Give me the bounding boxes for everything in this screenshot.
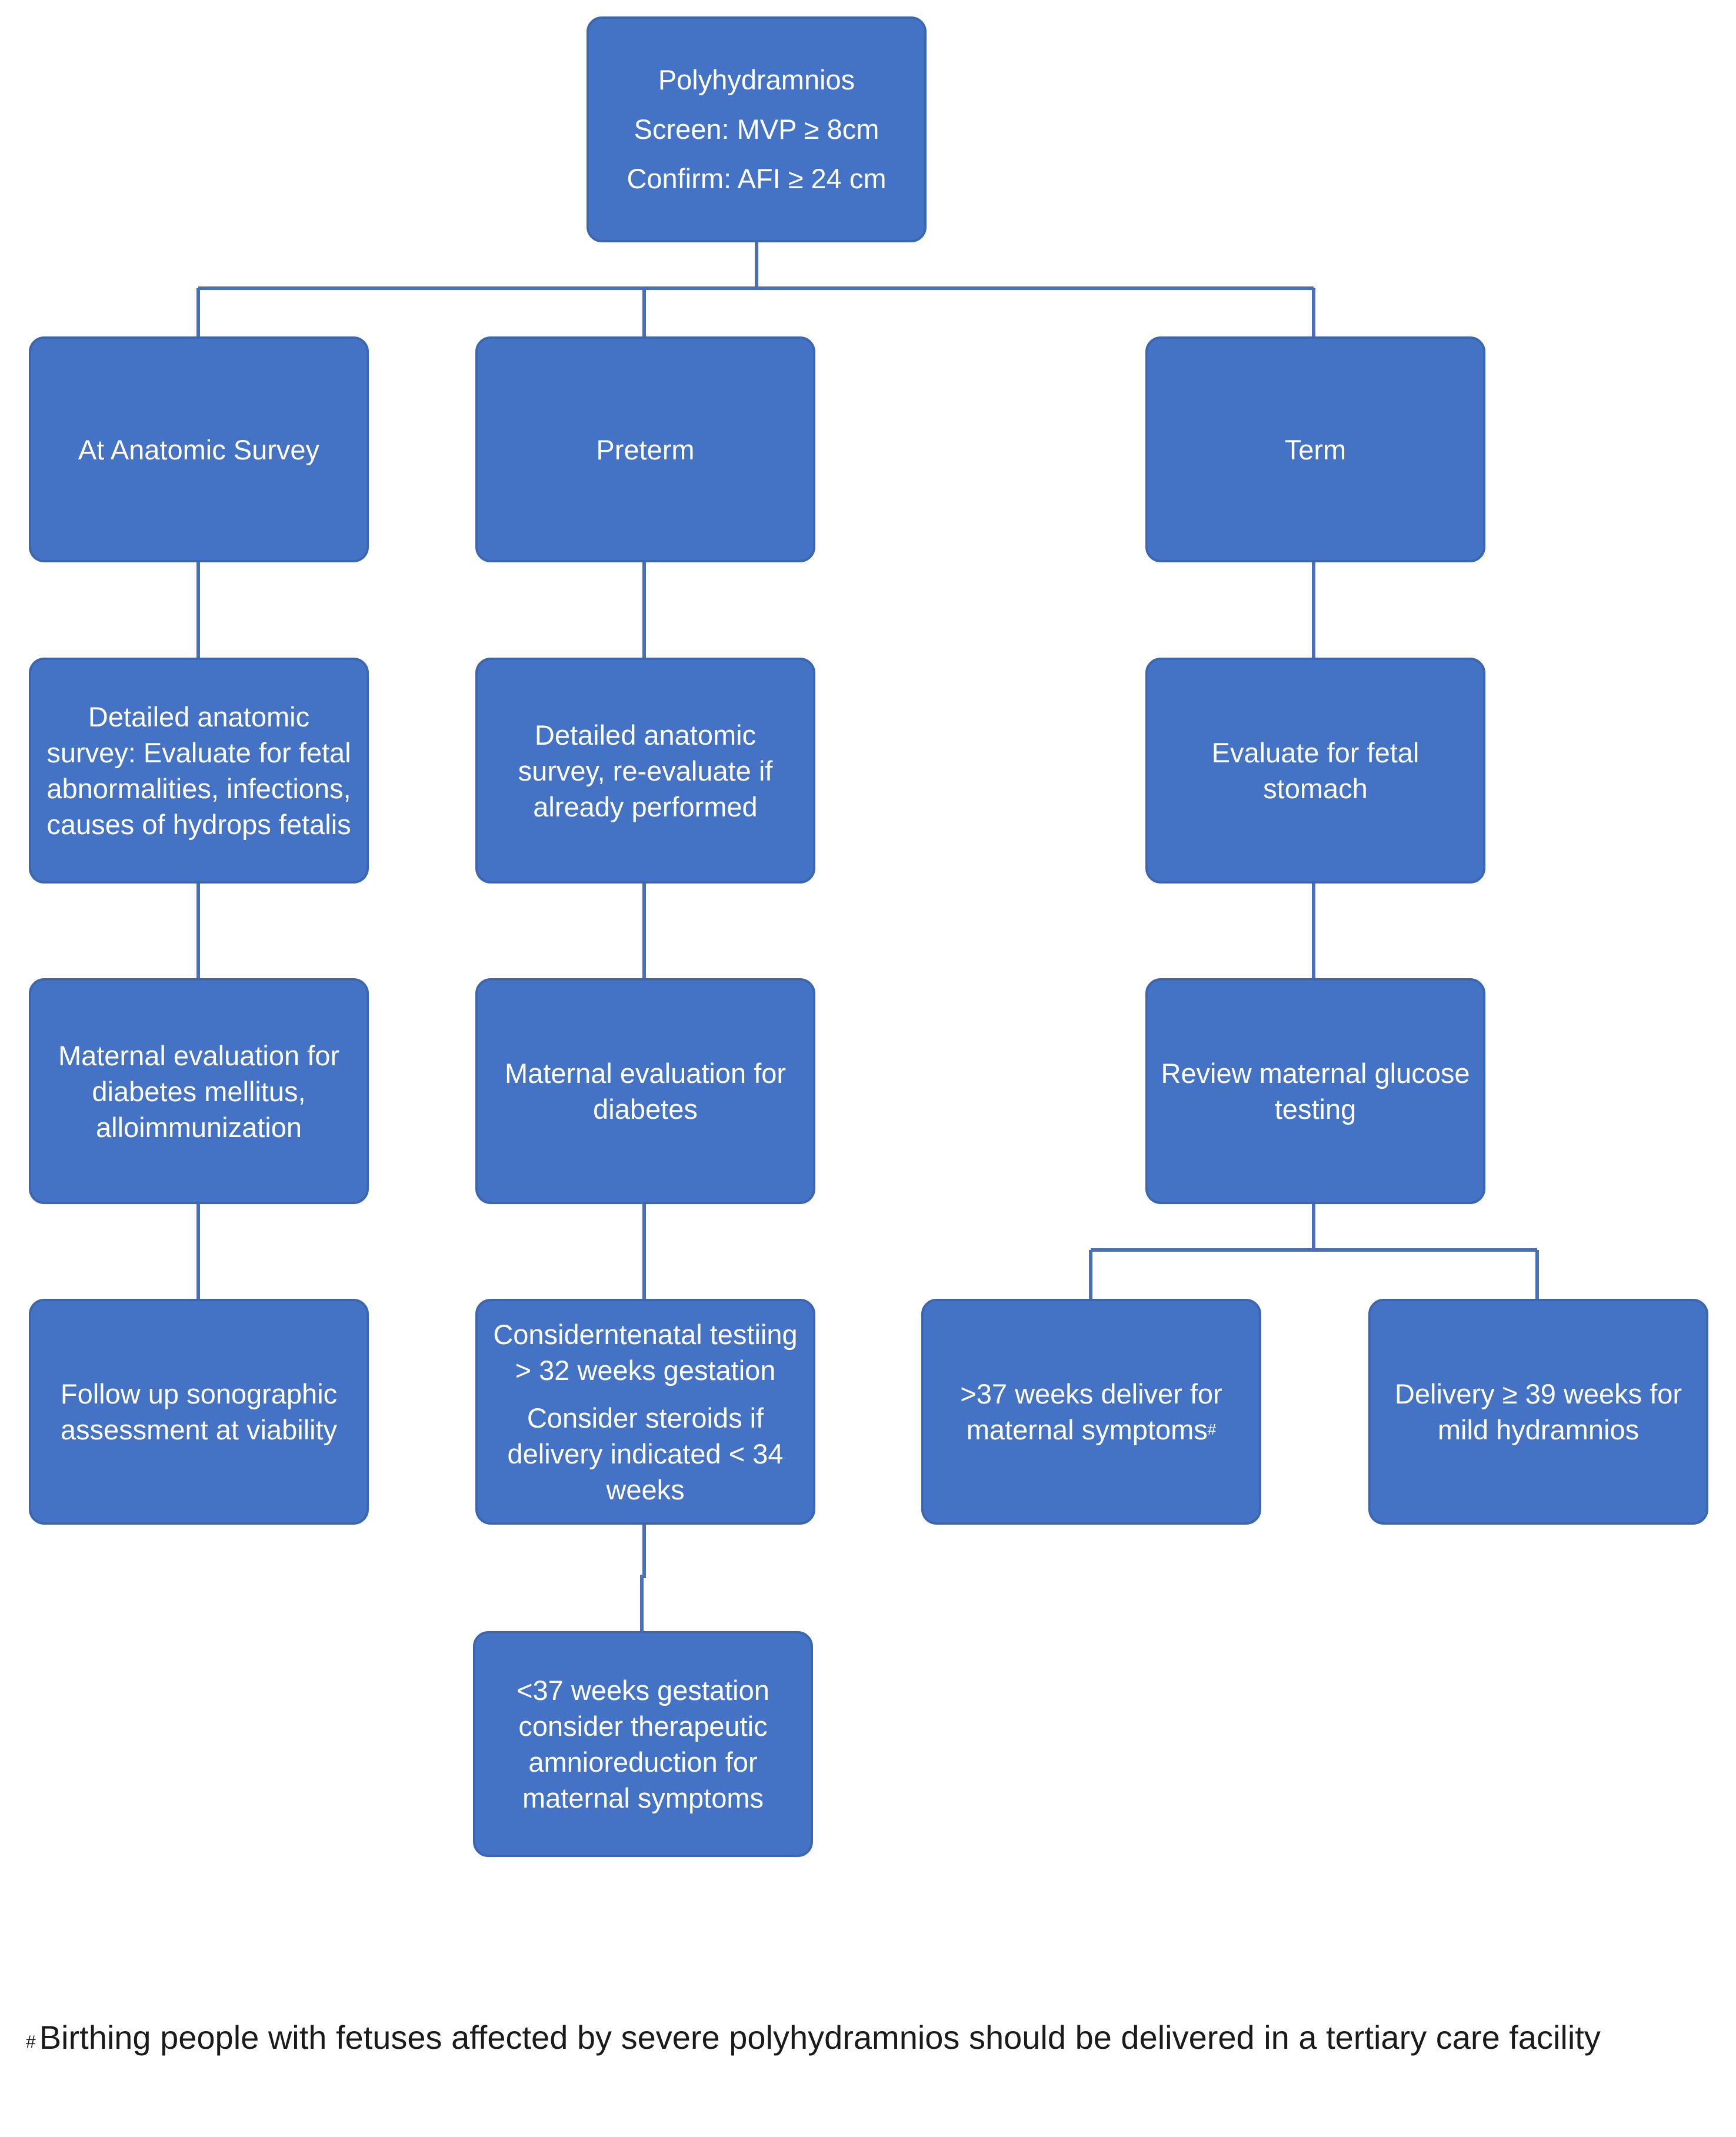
term-title: Term [1284,434,1347,465]
node-preterm-detailed-survey: Detailed anatomic survey, re-evaluate if… [475,658,815,884]
connector-preterm-4 [640,1523,646,1631]
node-preterm-maternal-evaluation: Maternal evaluation for diabetes [475,978,815,1204]
footnote-marker: # [1207,1421,1217,1438]
anatomic-step2-text: Maternal evaluation for diabetes mellitu… [58,1039,340,1143]
term-branch-right-text: Delivery ≥ 39 weeks for mild hydramnios [1394,1378,1682,1445]
term-step1-text: Evaluate for fetal stomach [1211,737,1420,804]
footnote-text: Birthing people with fetuses affected by… [39,2019,1601,2056]
root-screen-criteria: Screen: MVP ≥ 8cm [634,114,879,145]
root-title: Polyhydramnios [658,64,855,95]
anatomic-step3-text: Follow up sonographic assessment at viab… [60,1378,338,1445]
node-polyhydramnios: Polyhydramnios Screen: MVP ≥ 8cm Confirm… [587,16,927,242]
node-at-anatomic-survey: At Anatomic Survey [29,336,369,562]
node-term-fetal-stomach: Evaluate for fetal stomach [1145,658,1485,884]
preterm-step3-testing: Considerntenatal testiing > 32 weeks ges… [493,1318,798,1386]
root-confirm-criteria: Confirm: AFI ≥ 24 cm [627,163,887,194]
term-step2-text: Review maternal glucose testing [1161,1058,1470,1125]
node-term-glucose-testing: Review maternal glucose testing [1145,978,1485,1204]
footnote-mark: # [26,2032,36,2052]
node-anatomic-detailed-survey: Detailed anatomic survey: Evaluate for f… [29,658,369,884]
preterm-title: Preterm [596,434,695,465]
node-term-delivery-39-weeks: Delivery ≥ 39 weeks for mild hydramnios [1368,1299,1708,1525]
preterm-step2-text: Maternal evaluation for diabetes [504,1058,787,1125]
anatomic-step1-text: Detailed anatomic survey: Evaluate for f… [46,701,351,840]
node-term: Term [1145,336,1485,562]
node-preterm-amnioreduction: <37 weeks gestation consider therapeutic… [473,1631,813,1857]
node-preterm-testing-steroids: Considerntenatal testiing > 32 weeks ges… [475,1299,815,1525]
anatomic-title: At Anatomic Survey [78,434,320,465]
footnote: #Birthing people with fetuses affected b… [26,2012,1708,2063]
node-preterm: Preterm [475,336,815,562]
preterm-step4-text: <37 weeks gestation consider therapeutic… [517,1675,769,1813]
node-anatomic-maternal-evaluation: Maternal evaluation for diabetes mellitu… [29,978,369,1204]
term-branch-left-text: >37 weeks deliver for maternal symptoms# [960,1378,1222,1445]
node-anatomic-follow-up: Follow up sonographic assessment at viab… [29,1299,369,1525]
node-term-deliver-maternal-symptoms: >37 weeks deliver for maternal symptoms# [921,1299,1261,1525]
preterm-step3-steroids: Consider steroids if delivery indicated … [507,1402,784,1505]
preterm-step1-text: Detailed anatomic survey, re-evaluate if… [518,719,773,822]
